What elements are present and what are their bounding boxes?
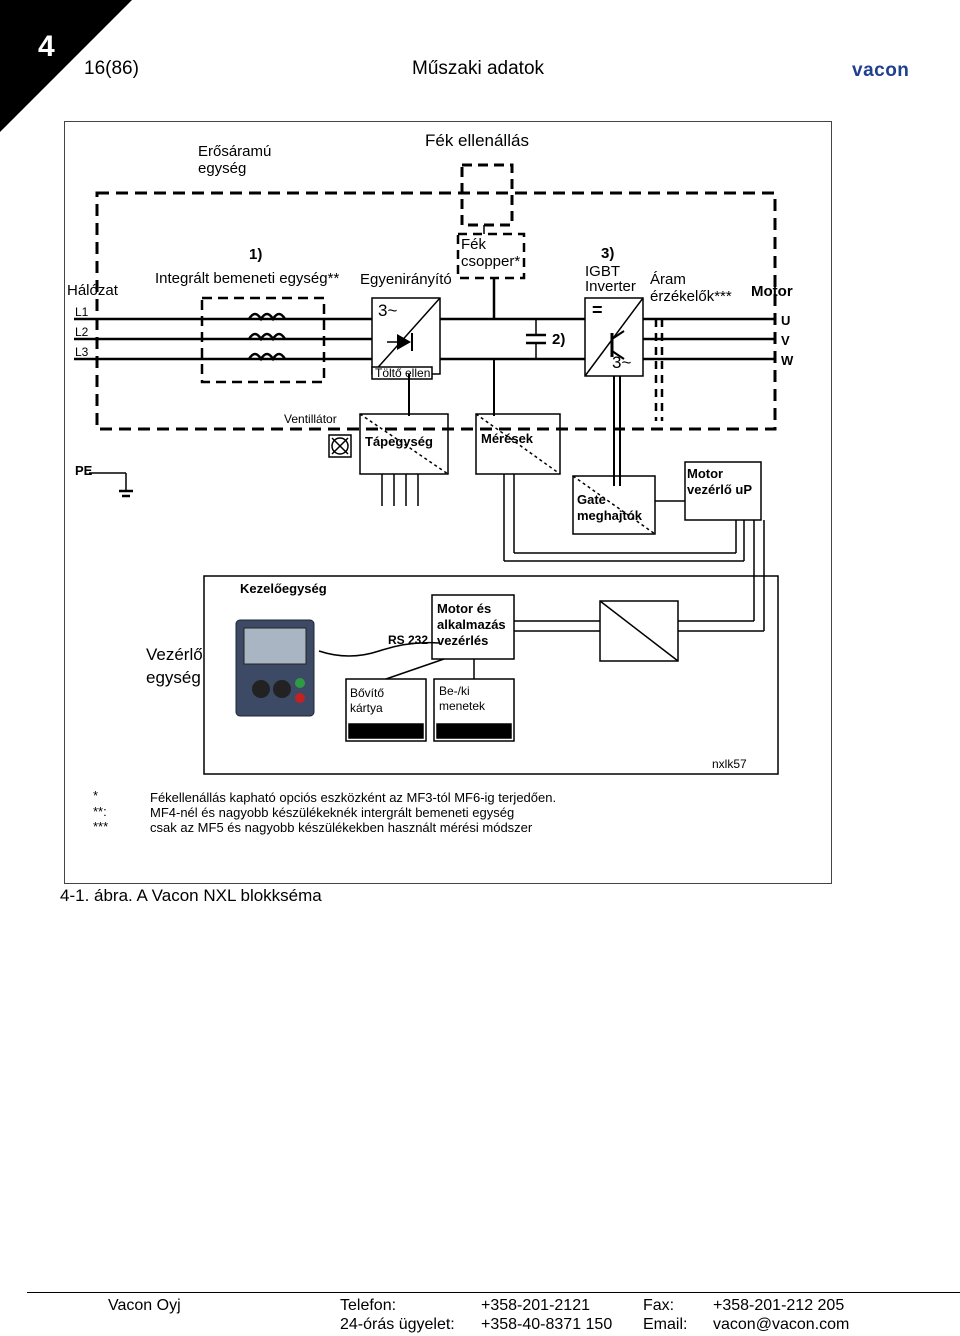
footer-fax-label: Fax: bbox=[643, 1297, 675, 1314]
motor-app-control-label: Motor és alkalmazás vezérlés bbox=[437, 601, 506, 648]
output-u: U bbox=[781, 313, 791, 328]
number-2: 2) bbox=[552, 331, 566, 348]
psu-label: Tápegység bbox=[365, 434, 433, 449]
page-title: Műszaki adatok bbox=[412, 58, 545, 79]
number-3: 3) bbox=[601, 245, 615, 262]
brake-chopper-label: Fék csopper* bbox=[461, 236, 521, 270]
keypad-label: Kezelőegység bbox=[240, 581, 327, 596]
inverter-ac-symbol: 3~ bbox=[612, 353, 632, 372]
phase-l1: L1 bbox=[75, 305, 89, 319]
keypad-device bbox=[235, 619, 315, 717]
charge-resistor-label: Töltő ellen. bbox=[375, 366, 434, 380]
note-mark: *** bbox=[93, 819, 109, 834]
note-text: Fékellenállás kapható opciós eszközként … bbox=[150, 790, 557, 805]
gate-drivers-label: Gate meghajtók bbox=[577, 492, 643, 523]
input-unit-label: Integrált bemeneti egység** bbox=[155, 270, 340, 287]
note-mark: **: bbox=[93, 804, 107, 819]
figure-frame bbox=[64, 121, 832, 884]
chapter-corner bbox=[0, 0, 132, 132]
block-diagram bbox=[74, 163, 779, 775]
io-label: Be-/ki menetek bbox=[439, 684, 486, 713]
motor-up-label: Motor vezérlő uP bbox=[687, 466, 753, 497]
footer-email-label: Email: bbox=[643, 1316, 688, 1333]
expansion-card-label: Bővítő kártya bbox=[350, 686, 385, 715]
brake-resistor-label: Fék ellenállás bbox=[425, 131, 529, 150]
power-unit-label: Erősáramú egység bbox=[198, 143, 272, 177]
note-text: csak az MF5 és nagyobb készülékekben has… bbox=[150, 820, 533, 835]
figure-caption: 4-1. ábra. A Vacon NXL blokkséma bbox=[60, 886, 322, 905]
fan-label: Ventillátor bbox=[284, 412, 337, 426]
page-number: 16(86) bbox=[84, 58, 139, 79]
mains-label: Hálózat bbox=[67, 282, 118, 299]
control-unit-label: Vezérlő egység bbox=[146, 645, 203, 687]
footer-divider bbox=[27, 1292, 960, 1293]
chapter-number: 4 bbox=[38, 30, 55, 63]
rectifier-symbol: 3~ bbox=[378, 301, 398, 320]
note-mark: * bbox=[93, 788, 99, 803]
inverter-dc-symbol: = bbox=[592, 300, 603, 320]
phase-l3: L3 bbox=[75, 345, 89, 359]
vacon-logo: vacon bbox=[852, 60, 910, 81]
footer-phone-label: Telefon: bbox=[340, 1297, 397, 1314]
current-sensors-label: Áram érzékelők*** bbox=[650, 271, 732, 305]
igbt-label: IGBT Inverter bbox=[585, 263, 636, 295]
phase-l2: L2 bbox=[75, 325, 89, 339]
rs232-label: RS 232 bbox=[388, 633, 429, 647]
footer-service-label: 24-órás ügyelet: bbox=[340, 1316, 455, 1333]
footer-service: +358-40-8371 150 bbox=[481, 1316, 613, 1333]
figure-reference: nxlk57 bbox=[712, 757, 747, 771]
measurements-label: Mérések bbox=[481, 431, 534, 446]
rectifier-label: Egyenirányító bbox=[360, 271, 452, 288]
footer-company: Vacon Oyj bbox=[108, 1297, 181, 1314]
footer-phone: +358-201-2121 bbox=[481, 1297, 590, 1314]
output-w: W bbox=[781, 353, 794, 368]
footer-email: vacon@vacon.com bbox=[713, 1316, 850, 1333]
footer-fax: +358-201-212 205 bbox=[713, 1297, 845, 1314]
motor-label: Motor bbox=[751, 283, 793, 300]
pe-label: PE bbox=[75, 463, 93, 478]
note-text: MF4-nél és nagyobb készülékeknék intergr… bbox=[150, 805, 515, 820]
output-v: V bbox=[781, 333, 790, 348]
number-1: 1) bbox=[249, 246, 263, 263]
